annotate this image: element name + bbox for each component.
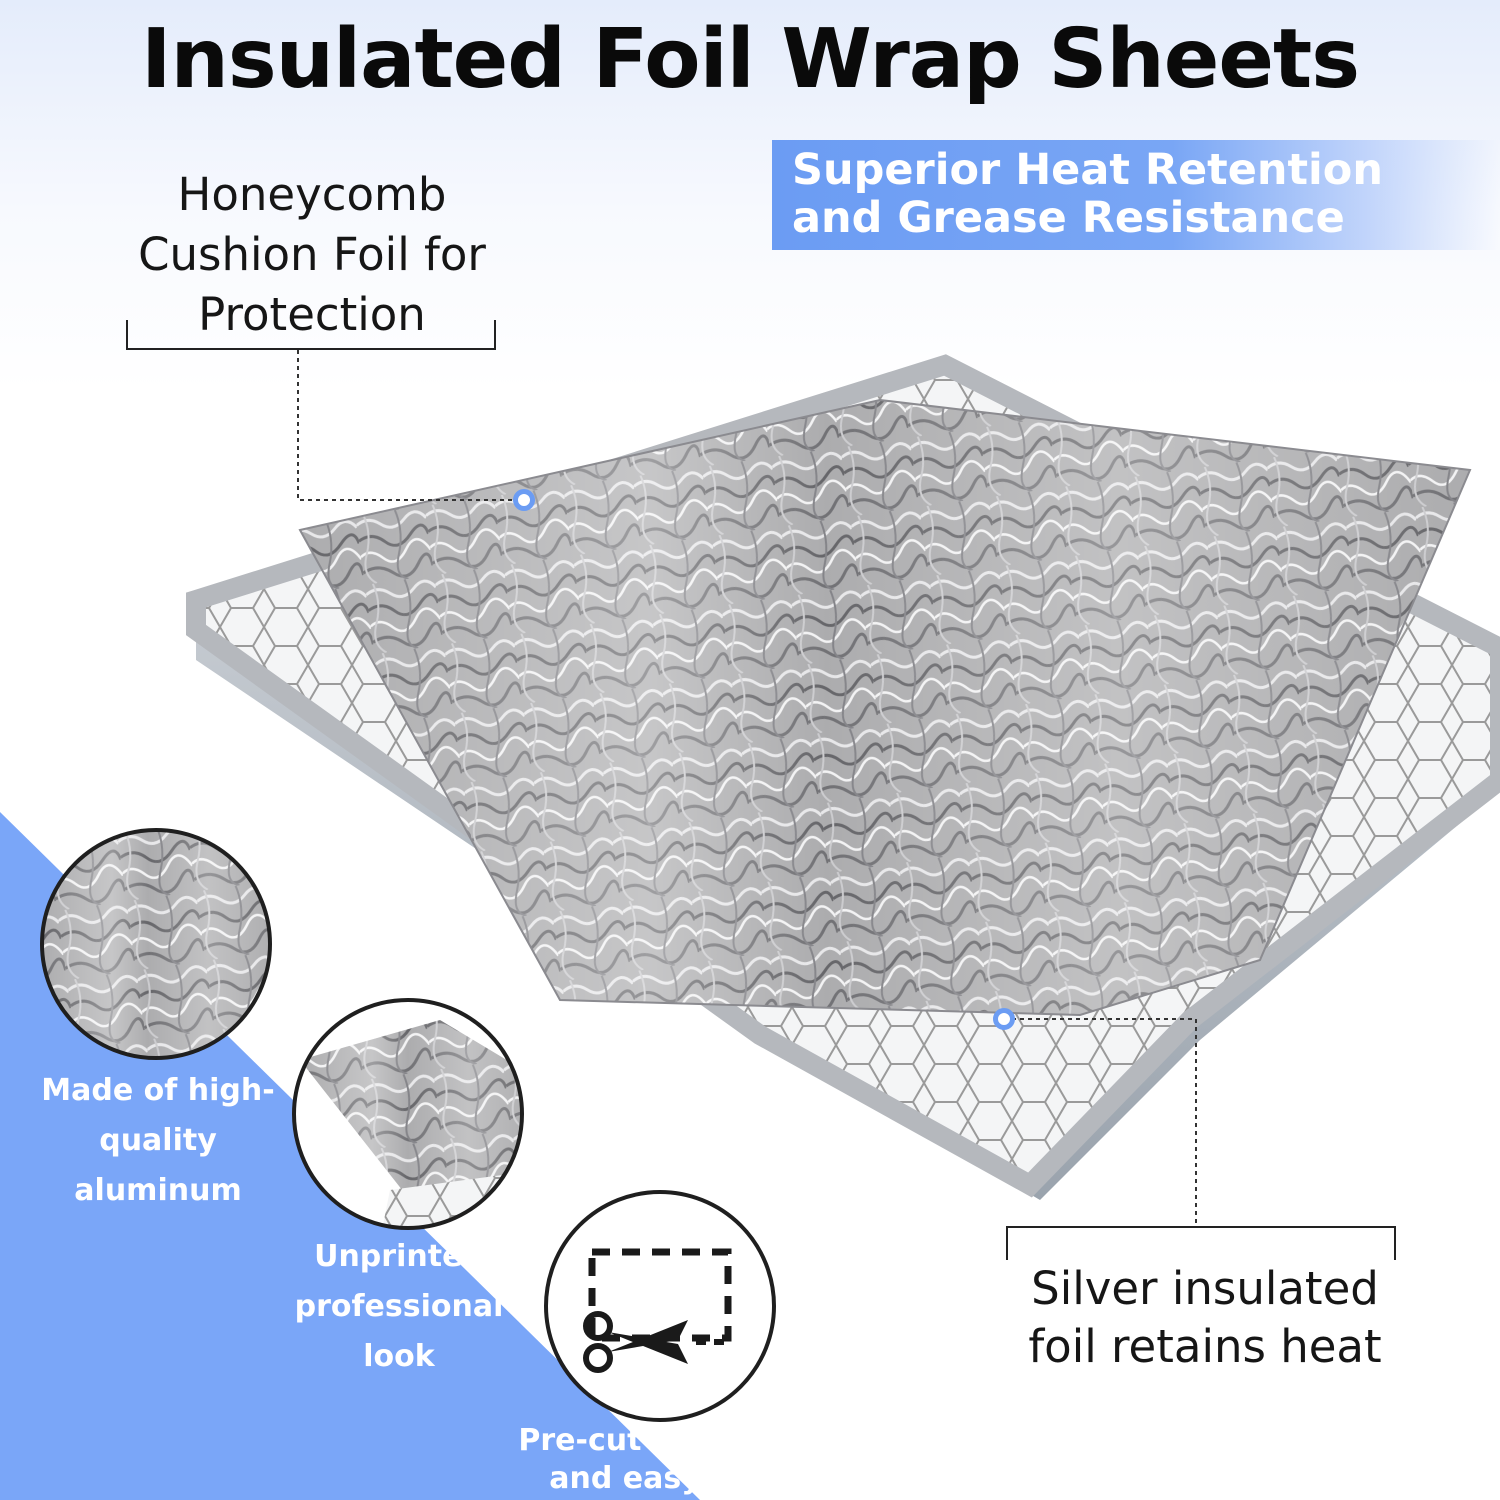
- honeycomb-line-1: Honeycomb: [177, 168, 447, 221]
- callout-marker-dot: [513, 489, 535, 511]
- scissors-icon: [583, 1248, 732, 1373]
- precut-line-1: Pre-cut for quick: [518, 1423, 802, 1458]
- banner-line-1: Superior Heat Retention: [792, 145, 1383, 195]
- precut-feature-label: Pre-cut for quick and easy use: [500, 1422, 820, 1498]
- aluminum-line-3: aluminum: [74, 1173, 242, 1208]
- silver-line-1: Silver insulated: [1031, 1262, 1379, 1315]
- honeycomb-line-3: Protection: [198, 288, 426, 341]
- aluminum-line-2: quality: [99, 1123, 217, 1158]
- unprinted-texture-circle: [292, 998, 524, 1230]
- silver-line-2: foil retains heat: [1028, 1320, 1382, 1373]
- unprinted-feature-label: Unprinted professional look: [254, 1232, 544, 1382]
- headline-banner: Superior Heat Retention and Grease Resis…: [772, 140, 1500, 250]
- honeycomb-line-2: Cushion Foil for: [138, 228, 486, 281]
- dashed-rectangle-icon: [588, 1248, 732, 1342]
- aluminum-line-1: Made of high-: [41, 1073, 275, 1108]
- unprinted-line-2: professional look: [294, 1289, 504, 1374]
- banner-line-2: and Grease Resistance: [792, 193, 1345, 243]
- unprinted-line-1: Unprinted: [314, 1239, 484, 1274]
- precut-circle: [544, 1190, 776, 1422]
- silver-callout: Silver insulated foil retains heat: [985, 1260, 1425, 1376]
- page-title: Insulated Foil Wrap Sheets: [140, 12, 1360, 107]
- honeycomb-callout: Honeycomb Cushion Foil for Protection: [110, 165, 514, 345]
- honeycomb-bracket: [126, 320, 496, 350]
- aluminum-texture-circle: [40, 828, 272, 1060]
- silver-bracket: [1006, 1226, 1396, 1260]
- callout-marker-dot: [993, 1008, 1015, 1030]
- precut-line-2: and easy use: [549, 1461, 771, 1496]
- aluminum-feature-label: Made of high- quality aluminum: [30, 1066, 286, 1216]
